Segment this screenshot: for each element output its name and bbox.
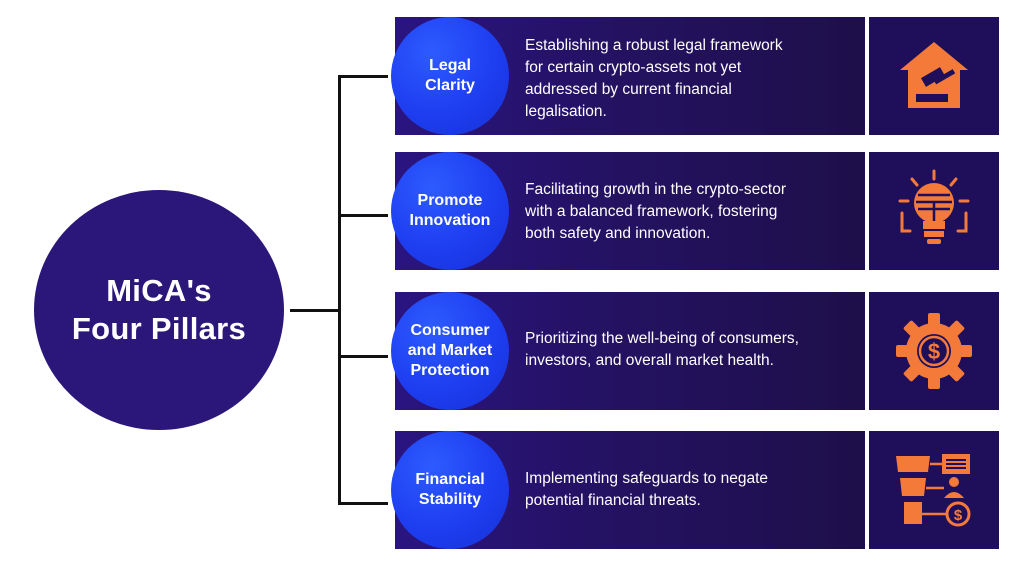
connector-main <box>290 309 340 312</box>
pillar-label: Consumer and Market Protection <box>407 322 493 379</box>
pillar-label: Financial Stability <box>415 471 485 508</box>
icon-box-legal-clarity <box>869 17 999 135</box>
pillar-description: Prioritizing the well-being of consumers… <box>525 330 799 369</box>
pillar-circle-promote-innovation: Promote Innovation <box>391 152 509 270</box>
dollar-gear-icon: $ <box>896 313 972 389</box>
pillar-circle-legal-clarity: Legal Clarity <box>391 17 509 135</box>
connector-branch-3 <box>338 355 388 358</box>
connector-branch-1 <box>338 75 388 78</box>
svg-text:$: $ <box>928 339 940 364</box>
pillar-description: Establishing a robust legal framework fo… <box>525 37 783 120</box>
svg-text:$: $ <box>954 507 963 524</box>
connector-branch-2 <box>338 214 388 217</box>
pillar-description: Facilitating growth in the crypto-sector… <box>525 181 787 242</box>
pillar-circle-consumer-protection: Consumer and Market Protection <box>391 292 509 410</box>
pillar-label: Promote Innovation <box>409 192 491 229</box>
diagram-title: MiCA's Four Pillars <box>71 273 247 346</box>
pillar-circle-financial-stability: Financial Stability <box>391 431 509 549</box>
icon-box-consumer-protection: $ <box>869 292 999 410</box>
main-circle: MiCA's Four Pillars <box>34 190 284 430</box>
pillar-description: Implementing safeguards to negate potent… <box>525 470 768 509</box>
pillar-label: Legal Clarity <box>425 57 475 94</box>
lightbulb-icon <box>898 169 970 244</box>
icon-box-financial-stability: $ <box>869 431 999 549</box>
gavel-house-icon <box>900 42 968 108</box>
connector-vertical <box>338 75 341 504</box>
icon-box-promote-innovation <box>869 152 999 270</box>
funnel-finance-icon: $ <box>896 454 971 527</box>
connector-branch-4 <box>338 502 388 505</box>
